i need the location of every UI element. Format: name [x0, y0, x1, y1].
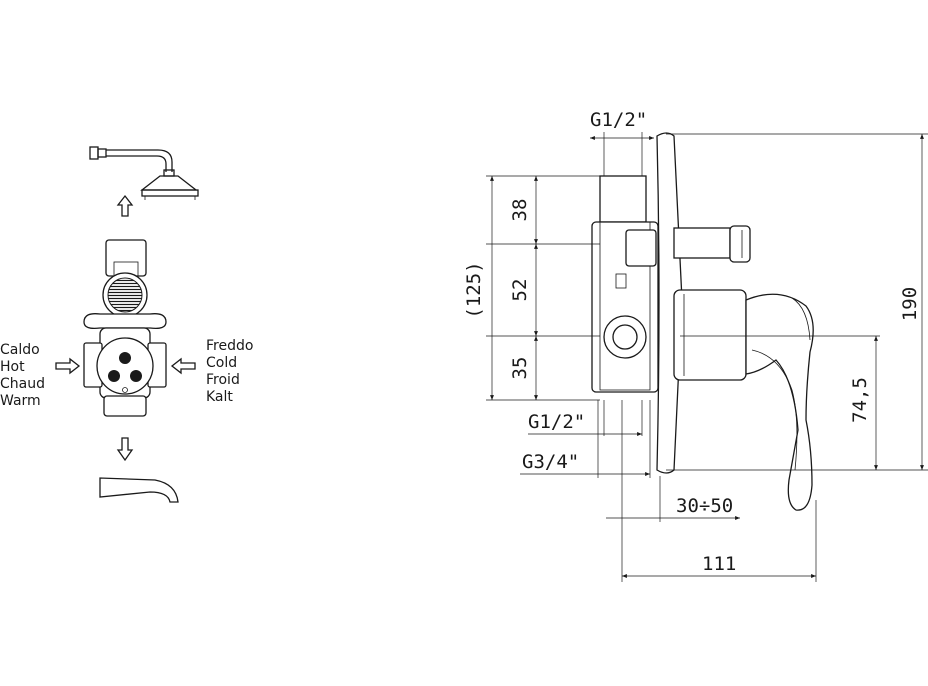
dim-outlet-thread: G3/4": [522, 451, 579, 473]
shower-head-icon: [89, 146, 199, 200]
dim-inlet-thread: G1/2": [528, 411, 585, 433]
up-arrow-icon: [116, 194, 134, 217]
down-arrow-icon: [116, 437, 134, 462]
cold-label-de: Kalt: [206, 389, 233, 405]
cold-label-en: Cold: [206, 355, 237, 371]
dim-handle-height: 74,5: [849, 377, 871, 423]
hot-label-fr: Chaud: [0, 376, 45, 392]
dim-wall-depth: 30÷50: [676, 495, 733, 517]
dim-top-thread: G1/2": [590, 109, 647, 131]
hot-label-en: Hot: [0, 359, 25, 375]
cold-label-it: Freddo: [206, 338, 253, 354]
hot-label-it: Caldo: [0, 342, 40, 358]
spout-icon: [99, 477, 179, 503]
cold-label-fr: Froid: [206, 372, 240, 388]
dim-seg-bottom: 35: [509, 357, 531, 380]
dim-plate-height: 190: [899, 287, 921, 321]
left-inlet-arrow-icon: [55, 357, 81, 375]
right-inlet-arrow-icon: [170, 357, 196, 375]
dimension-lines: [486, 132, 928, 582]
dim-total-depth: 111: [702, 553, 736, 575]
hot-label-de: Warm: [0, 393, 41, 409]
dim-seg-mid: 52: [509, 279, 531, 302]
valve-side-view: [591, 132, 814, 511]
dim-seg-top: 38: [509, 199, 531, 222]
dim-overall-ref: (125): [463, 261, 485, 318]
valve-body-schematic: [83, 239, 167, 417]
